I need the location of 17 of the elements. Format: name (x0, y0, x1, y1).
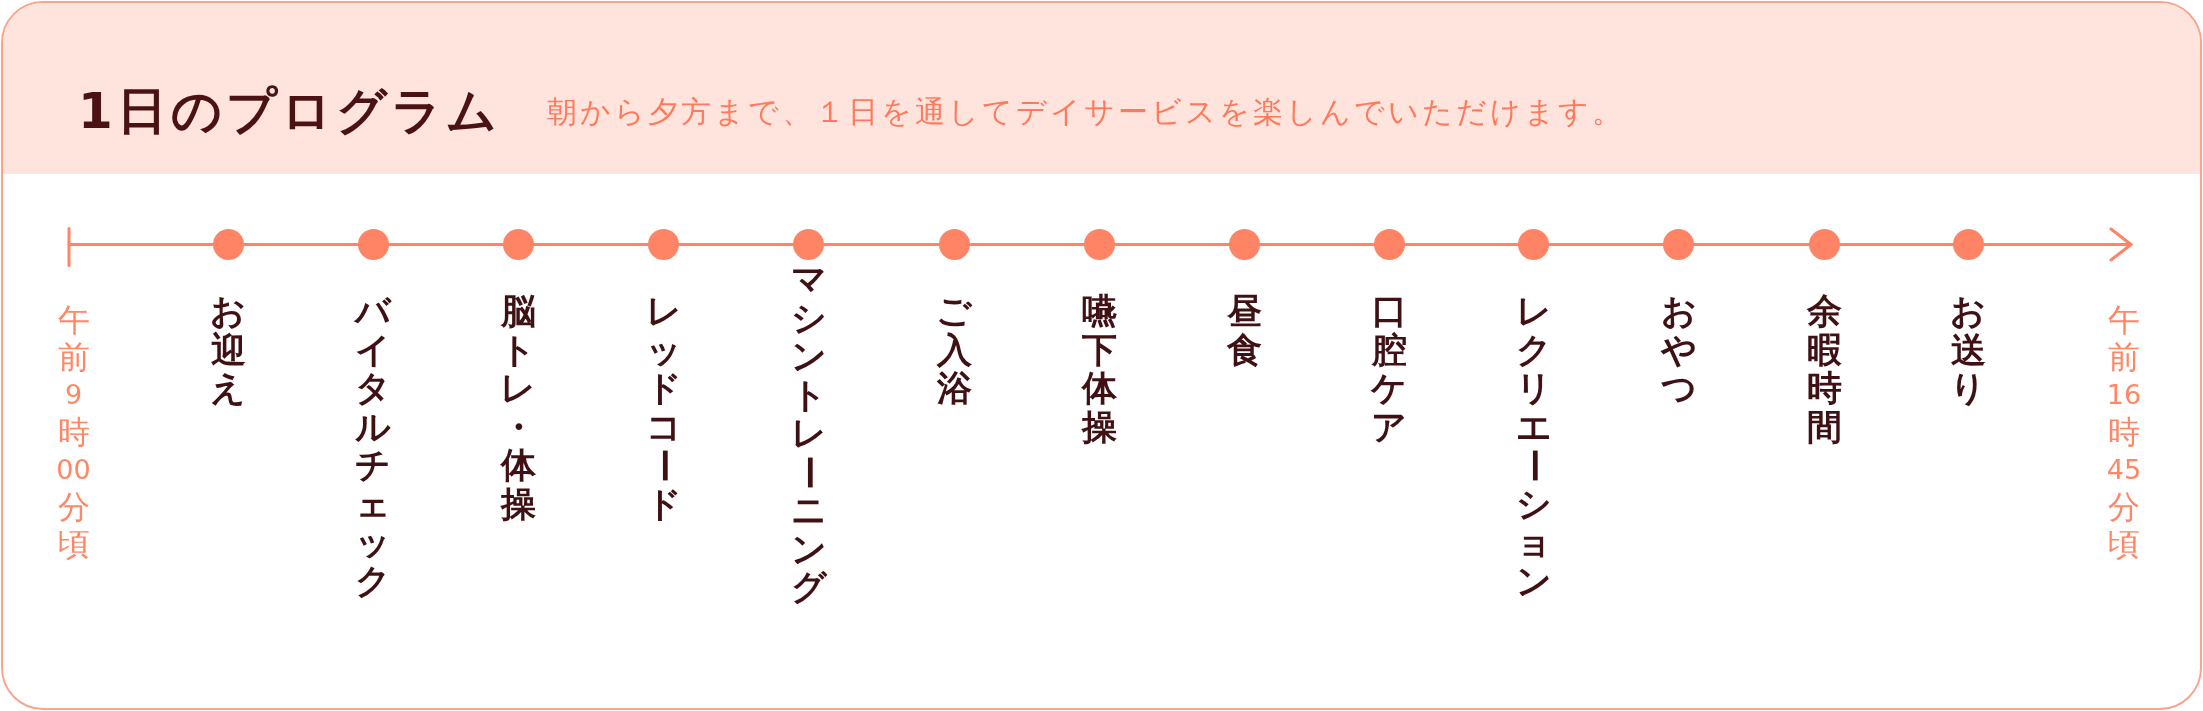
activity-label: 昼食 (1225, 292, 1263, 369)
activity-label: ご入浴 (935, 292, 974, 408)
activity-label: お送り (1949, 292, 1988, 408)
activity-label: 脳トレ・体操 (499, 292, 537, 523)
activity-label: お迎え (209, 292, 247, 408)
activity-label: 余暇時間 (1805, 292, 1843, 446)
end-time-label: 午前16時45分頃 (2105, 302, 2143, 563)
activity-label: レクリエーション (1512, 292, 1555, 600)
activity-label: 口腔ケア (1369, 292, 1408, 446)
activity-label: レッドコード (642, 292, 685, 523)
activity-label: マシントレーニング (787, 260, 830, 607)
start-time-label: 午前9時00分頃 (55, 302, 92, 563)
activity-label: バイタルチェック (353, 292, 393, 600)
activity-label: 嚥下体操 (1080, 292, 1118, 446)
title: 1日のプログラム (78, 81, 501, 142)
activity-label: おやつ (1659, 292, 1698, 408)
subtitle: 朝から夕方まで、１日を通してデイサービスを楽しんでいただけます。 (547, 93, 1625, 131)
